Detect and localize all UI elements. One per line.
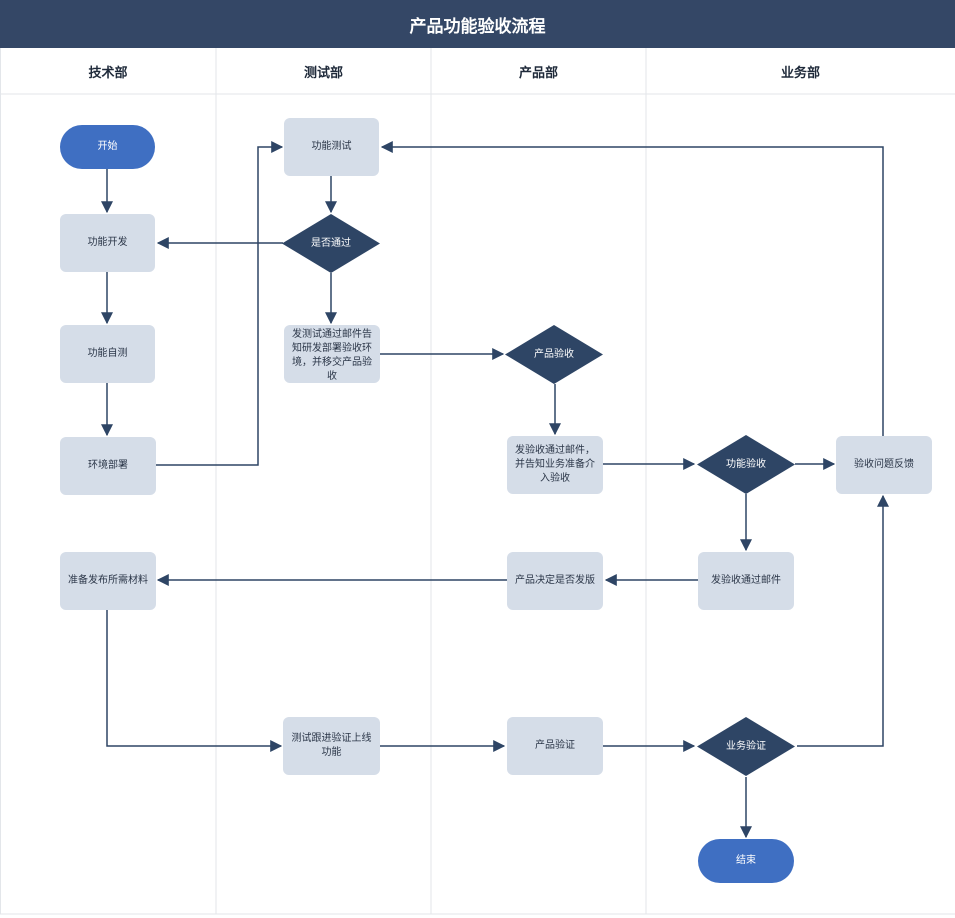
edge-prepare-followup	[106, 610, 283, 752]
node-decide[interactable]: 产品决定是否发版	[507, 552, 603, 610]
node-followup[interactable]: 测试跟进验证上线功能	[283, 717, 380, 775]
node-prepare[interactable]: 准备发布所需材料	[60, 552, 156, 610]
node-bizverify[interactable]: 业务验证	[697, 717, 795, 776]
node-prodaccept[interactable]: 产品验收	[505, 325, 603, 384]
lane-header-test: 测试部	[303, 65, 343, 81]
page-title: 产品功能验收流程	[0, 0, 955, 48]
decision-diamond	[697, 435, 795, 494]
edge-feedback-functest	[380, 141, 884, 436]
node-pass[interactable]: 是否通过	[282, 214, 380, 273]
edge-deploy-functest	[156, 141, 284, 466]
node-funcaccept-label: 功能验收	[726, 458, 766, 470]
decision-diamond	[697, 717, 795, 776]
node-functest[interactable]: 功能测试	[284, 118, 379, 176]
lane-header-business: 业务部	[780, 65, 820, 81]
node-bizaccept-mail[interactable]: 发验收通过邮件	[698, 552, 794, 610]
node-selftest[interactable]: 功能自测	[60, 325, 155, 383]
lane-header-tech: 技术部	[88, 65, 128, 81]
node-dev[interactable]: 功能开发	[60, 214, 155, 272]
node-deploy[interactable]: 环境部署	[60, 437, 156, 495]
node-pass-label: 是否通过	[311, 237, 351, 249]
node-prodaccept-label: 产品验收	[534, 348, 574, 360]
node-testmail[interactable]: 发测试通过邮件告知研发部署验收环境，并移交产品验收	[284, 325, 380, 383]
lane-header-product: 产品部	[518, 65, 558, 81]
lane-dividers	[0, 48, 955, 915]
node-bizverify-label: 业务验证	[726, 740, 766, 752]
edge-bizverify-feedback	[797, 494, 889, 747]
node-end[interactable]: 结束	[698, 839, 794, 883]
decision-diamond	[282, 214, 380, 273]
node-prodverify[interactable]: 产品验证	[507, 717, 603, 775]
node-feedback[interactable]: 验收问题反馈	[836, 436, 932, 494]
decision-diamond	[505, 325, 603, 384]
node-acceptmail[interactable]: 发验收通过邮件，并告知业务准备介入验收	[507, 436, 603, 494]
node-funcaccept[interactable]: 功能验收	[697, 435, 795, 494]
node-start[interactable]: 开始	[60, 125, 155, 169]
